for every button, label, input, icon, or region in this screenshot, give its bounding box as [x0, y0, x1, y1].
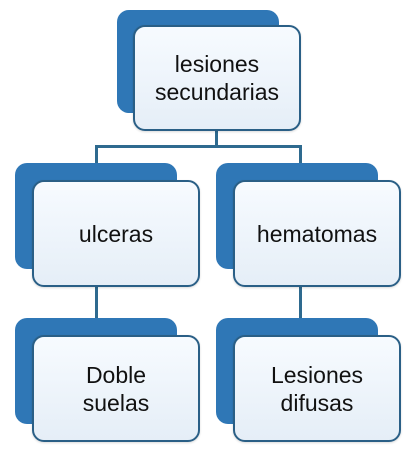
node-lesiones-difusas: Lesiones difusas: [216, 318, 402, 442]
node-ulceras: ulceras: [15, 163, 200, 287]
node-label: lesiones secundarias: [133, 25, 301, 131]
node-hematomas: hematomas: [216, 163, 402, 287]
node-lesiones-secundarias: lesiones secundarias: [117, 10, 302, 132]
connector-ulceras-to-doble-suelas: [95, 285, 98, 335]
node-label: Lesiones difusas: [233, 335, 401, 442]
connector-to-hematomas: [299, 145, 302, 180]
node-label: Doble suelas: [32, 335, 200, 442]
node-label: ulceras: [32, 180, 200, 287]
connector-horizontal: [95, 145, 302, 148]
node-label: hematomas: [233, 180, 401, 287]
node-doble-suelas: Doble suelas: [15, 318, 200, 442]
connector-root-down: [215, 130, 218, 146]
connector-hematomas-to-lesiones-difusas: [299, 285, 302, 335]
connector-to-ulceras: [95, 145, 98, 180]
